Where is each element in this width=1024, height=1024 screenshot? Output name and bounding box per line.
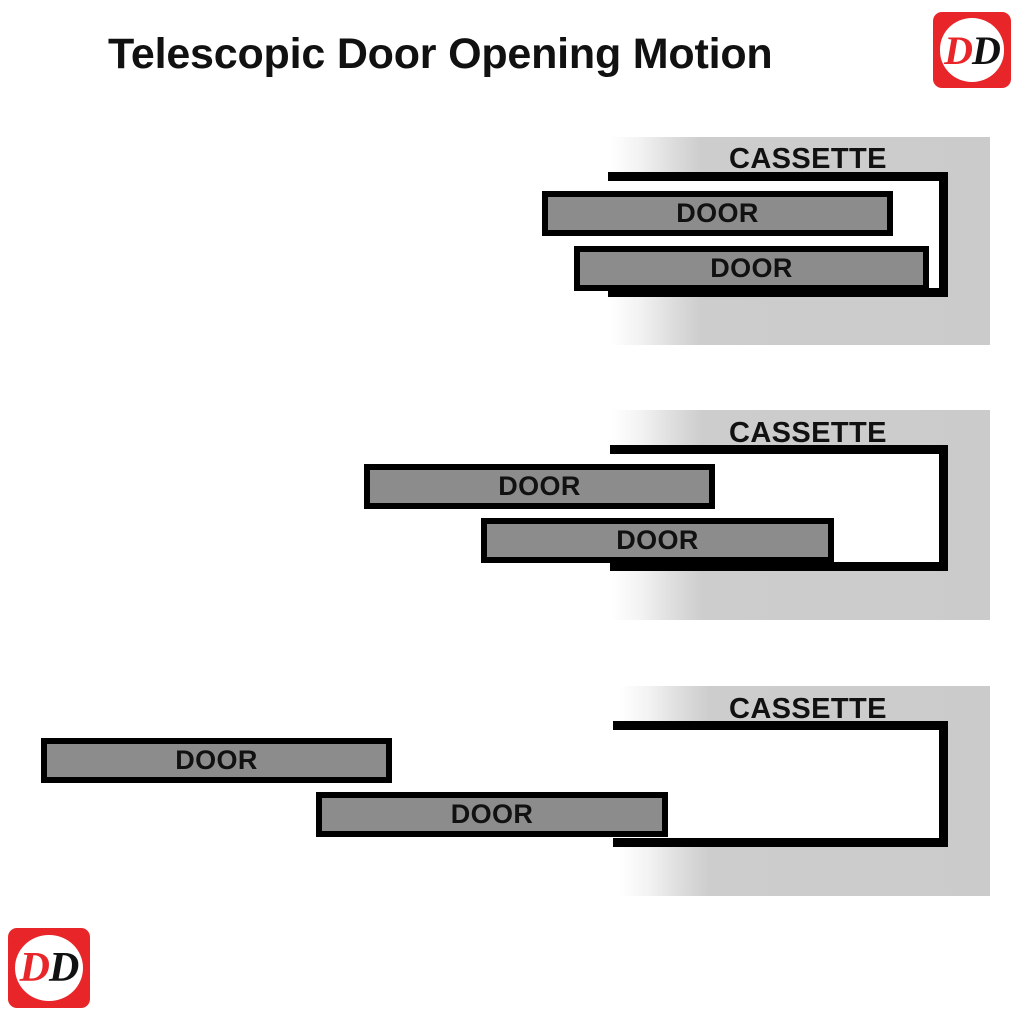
cassette-label-stage-partial: CASSETTE	[729, 417, 887, 449]
logo-disc	[939, 18, 1005, 82]
door-label: DOOR	[676, 198, 759, 228]
door-label: DOOR	[450, 799, 534, 829]
door-label: DOOR	[710, 253, 793, 283]
door-panel-upper-stage-open: DOOR	[41, 738, 392, 783]
cassette-label-stage-closed: CASSETTE	[729, 143, 887, 175]
door-panel-lower-stage-partial: DOOR	[481, 518, 834, 563]
logo-letter-first: D	[19, 945, 50, 991]
page-title: Telescopic Door Opening Motion	[108, 30, 773, 78]
door-label: DOOR	[616, 525, 699, 555]
cassette-outline-stage-open	[613, 721, 948, 847]
logo-letter-second: D	[49, 945, 79, 991]
door-panel-lower-stage-open: DOOR	[316, 792, 668, 837]
door-panel-lower-stage-closed: DOOR	[574, 246, 929, 291]
door-label: DOOR	[498, 471, 581, 501]
door-label: DOOR	[175, 745, 258, 775]
logo-letter-second: D	[972, 27, 1001, 73]
logo-disc	[14, 934, 84, 1002]
cassette-label-stage-open: CASSETTE	[729, 693, 887, 725]
door-panel-upper-stage-closed: DOOR	[542, 191, 893, 236]
door-panel-upper-stage-partial: DOOR	[364, 464, 715, 509]
logo-letter-first: D	[944, 27, 973, 73]
